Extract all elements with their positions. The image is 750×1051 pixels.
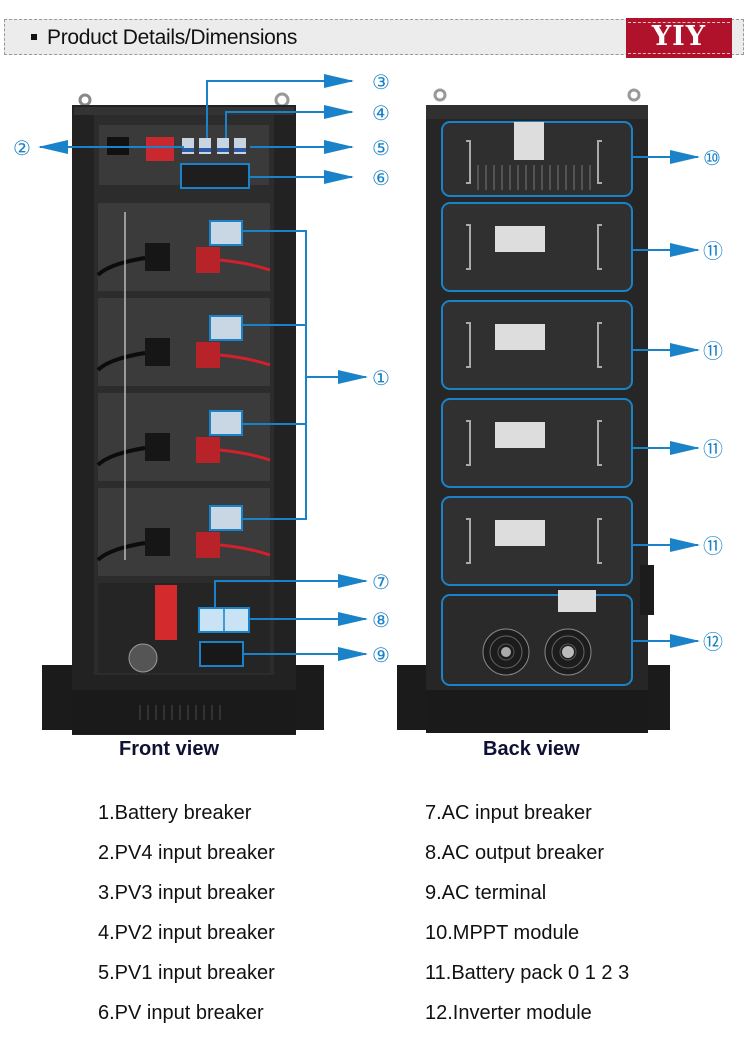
front-battery-modules	[96, 203, 271, 576]
callout-7: ⑦	[372, 570, 390, 594]
legend-item: 1.Battery breaker	[98, 802, 252, 824]
inverter-module	[441, 594, 633, 686]
legend-item: 12.Inverter module	[425, 1002, 592, 1024]
callout-1: ①	[372, 366, 390, 390]
ac-red-connector	[155, 585, 177, 640]
callout-11: ⑪	[703, 339, 723, 363]
callout-10: ⑩	[703, 146, 721, 170]
callout-6: ⑥	[372, 166, 390, 190]
callout-11: ⑪	[703, 437, 723, 461]
lifting-eye-icon	[433, 88, 447, 102]
front-view-cabinet	[42, 92, 324, 735]
legend-item: 2.PV4 input breaker	[98, 842, 275, 864]
brand-logo-text: YIY	[651, 21, 707, 52]
lifting-eye-icon	[627, 88, 641, 102]
callout-3: ③	[372, 70, 390, 94]
callout-12: ⑫	[703, 630, 723, 654]
bullet-icon	[31, 34, 37, 40]
callout-11: ⑪	[703, 534, 723, 558]
callout-11: ⑪	[703, 239, 723, 263]
callout-8: ⑧	[372, 608, 390, 632]
fan-icon	[128, 643, 158, 673]
fan-icon	[544, 628, 592, 676]
legend-item: 6.PV input breaker	[98, 1002, 264, 1024]
brand-logo: YIY	[626, 18, 732, 58]
lifting-eye-icon	[78, 93, 92, 107]
legend-item: 7.AC input breaker	[425, 802, 592, 824]
legend-item: 4.PV2 input breaker	[98, 922, 275, 944]
callout-5: ⑤	[372, 136, 390, 160]
legend-right: 7.AC input breaker 8.AC output breaker 9…	[425, 801, 629, 1041]
section-title: Product Details/Dimensions	[47, 26, 298, 49]
legend-left: 1.Battery breaker 2.PV4 input breaker 3.…	[98, 801, 275, 1041]
section-header: Product Details/Dimensions	[4, 19, 744, 55]
legend-item: 10.MPPT module	[425, 922, 580, 944]
front-view-label: Front view	[119, 738, 220, 760]
callout-4: ④	[372, 101, 390, 125]
front-callout-lines	[38, 74, 368, 661]
callout-9: ⑨	[372, 643, 390, 667]
legend-item: 8.AC output breaker	[425, 842, 604, 864]
back-battery-packs	[441, 202, 633, 586]
legend-item: 9.AC terminal	[425, 882, 547, 904]
lifting-eye-icon	[274, 92, 290, 108]
callout-2: ②	[13, 136, 31, 160]
legend-item: 11.Battery pack 0 1 2 3	[425, 962, 630, 984]
legend-item: 3.PV3 input breaker	[98, 882, 275, 904]
fan-icon	[482, 628, 530, 676]
legend-item: 5.PV1 input breaker	[98, 962, 275, 984]
back-view-label: Back view	[483, 738, 580, 760]
back-view-cabinet	[397, 88, 670, 733]
back-callout-lines	[632, 150, 700, 648]
